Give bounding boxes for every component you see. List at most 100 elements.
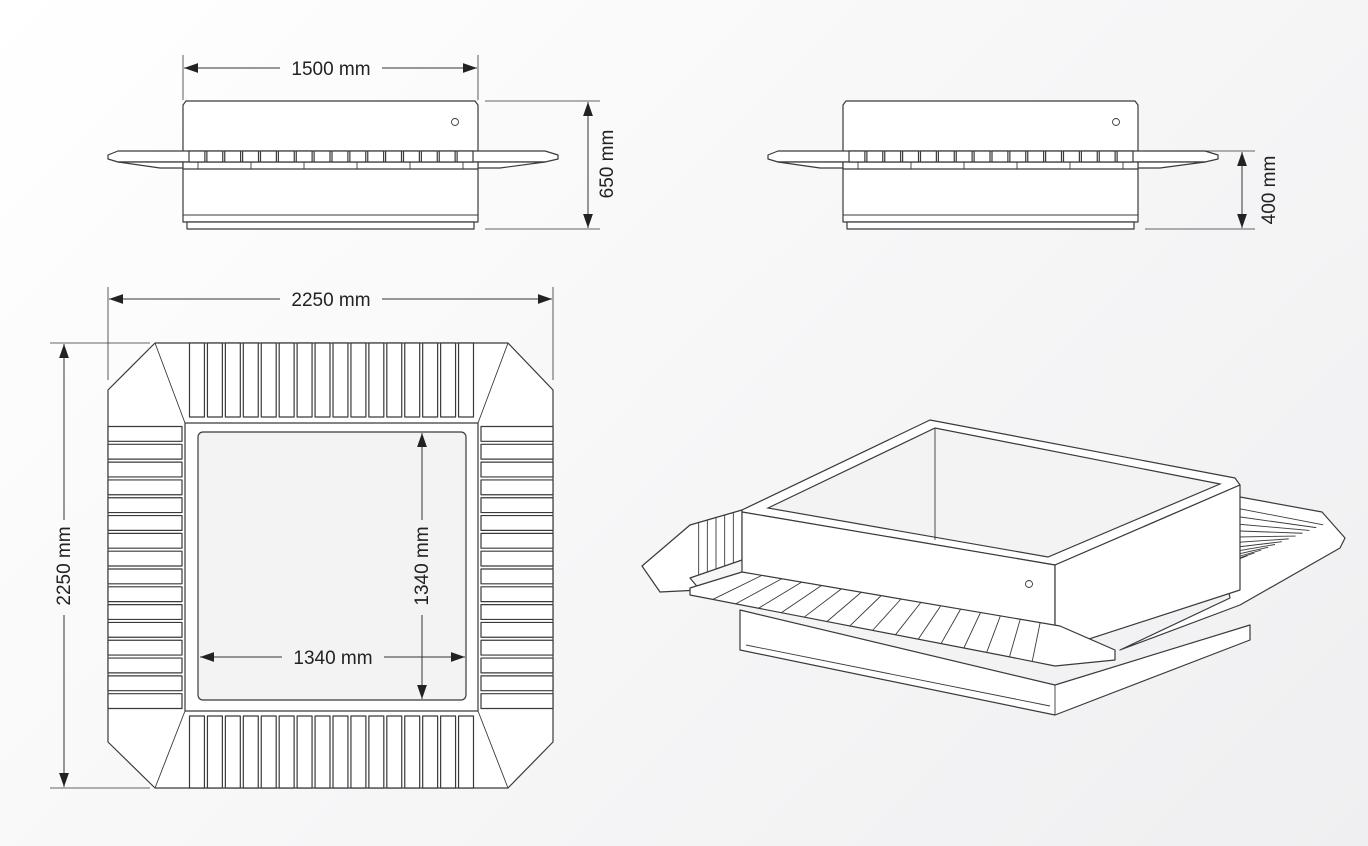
plan-slat-bottom (368, 715, 385, 789)
dim-plan-depth: 2250 mm (50, 342, 150, 789)
plan-slat-top (440, 342, 457, 418)
plan-slat-left (107, 514, 183, 531)
seat-slat (420, 150, 438, 163)
seat-slat (1009, 150, 1027, 163)
plan-slat-right (480, 497, 554, 514)
plan-slat-top (296, 342, 313, 418)
iso-slat-front (1031, 622, 1041, 662)
plan-inner-width-label: 1340 mm (293, 648, 372, 669)
plan-slat-right (480, 425, 554, 442)
seat-slat (206, 150, 224, 163)
side-height-label: 400 mm (1259, 156, 1280, 225)
side-elevation-view (767, 100, 1219, 230)
iso-slat-right (1226, 514, 1317, 529)
seat-slat (955, 150, 973, 163)
iso-seat-slats-front (712, 574, 1041, 662)
iso-slat-front (758, 581, 802, 609)
iso-slat-front (917, 605, 942, 640)
iso-slat-front (963, 612, 981, 649)
iso-slat-front (872, 598, 902, 631)
plan-slat-bottom (386, 715, 403, 789)
plan-slat-left (107, 443, 183, 460)
plan-slat-top (404, 342, 421, 418)
plan-view (107, 342, 554, 789)
dim-plan-inner-depth: 1340 mm (412, 433, 433, 699)
plan-slat-left (107, 657, 183, 674)
plan-slat-right (480, 550, 554, 567)
plan-slat-left (107, 621, 183, 638)
seat-slat (866, 150, 884, 163)
front-drain-hole (451, 118, 459, 126)
plan-slat-right (480, 639, 554, 656)
plan-slat-top (188, 342, 206, 418)
iso-slat-front (803, 588, 842, 618)
iso-slat-front (735, 578, 782, 605)
side-seat-slats (848, 150, 1134, 163)
iso-slat-front (712, 574, 763, 600)
front-seat-supports (197, 162, 464, 169)
iso-slat-front (1008, 619, 1021, 658)
plan-width-label: 2250 mm (291, 290, 370, 311)
plan-slat-left (107, 675, 183, 692)
plan-planter-opening (197, 431, 467, 701)
seat-slat (902, 150, 920, 163)
seat-slat (991, 150, 1009, 163)
seat-slat (884, 150, 902, 163)
iso-seat-front (689, 571, 1116, 667)
front-planter-base (186, 221, 475, 230)
seat-slat (188, 150, 206, 163)
seat-slat (456, 150, 474, 163)
plan-slat-right (480, 657, 554, 674)
plan-slat-top (422, 342, 439, 418)
plan-slat-bottom (278, 715, 295, 789)
seat-slat (1098, 150, 1116, 163)
front-height-label: 650 mm (597, 130, 618, 199)
plan-slat-bottom (224, 715, 241, 789)
plan-slat-bottom (332, 715, 349, 789)
dim-front-width: 1500 mm (182, 55, 479, 100)
iso-slat-front (986, 615, 1001, 653)
dim-plan-inner-width: 1340 mm (200, 648, 465, 669)
plan-slat-bottom (242, 715, 259, 789)
seat-slat (919, 150, 937, 163)
seat-slat (402, 150, 420, 163)
seat-slat (973, 150, 991, 163)
plan-slat-bottom (188, 715, 206, 789)
iso-planter-side (1054, 484, 1241, 651)
plan-slat-left (107, 532, 183, 549)
plan-slat-right (480, 514, 554, 531)
plan-slat-top (260, 342, 277, 418)
plan-slat-left (107, 693, 183, 710)
seat-slat (295, 150, 313, 163)
plan-slat-left (107, 550, 183, 567)
plan-slat-left (107, 568, 183, 585)
plan-slat-top (314, 342, 331, 418)
iso-slat-right (1233, 507, 1324, 526)
dim-side-seat-height: 400 mm (1145, 150, 1280, 230)
plan-slat-bottom (422, 715, 439, 789)
front-elevation-view (107, 100, 559, 230)
plan-slat-right (480, 693, 554, 710)
side-drain-hole (1112, 118, 1120, 126)
seat-slat (385, 150, 403, 163)
plan-slat-left (107, 425, 183, 442)
iso-slat-front (780, 585, 822, 614)
plan-slat-bottom (296, 715, 313, 789)
iso-slat-front (849, 595, 882, 627)
plan-slat-left (107, 479, 183, 496)
plan-slat-right (480, 461, 554, 478)
plan-slat-right (480, 443, 554, 460)
seat-slat (1027, 150, 1045, 163)
seat-slat (349, 150, 367, 163)
seat-slat (367, 150, 385, 163)
plan-slat-right (480, 586, 554, 603)
dim-front-height: 650 mm (485, 100, 618, 230)
plan-slat-top (206, 342, 223, 418)
plan-slat-bottom (404, 715, 421, 789)
front-seat-slats (188, 150, 474, 163)
iso-seat-slats-left (698, 512, 734, 575)
plan-slat-right (480, 604, 554, 621)
plan-slat-bottom (440, 715, 457, 789)
plan-slat-top (278, 342, 295, 418)
